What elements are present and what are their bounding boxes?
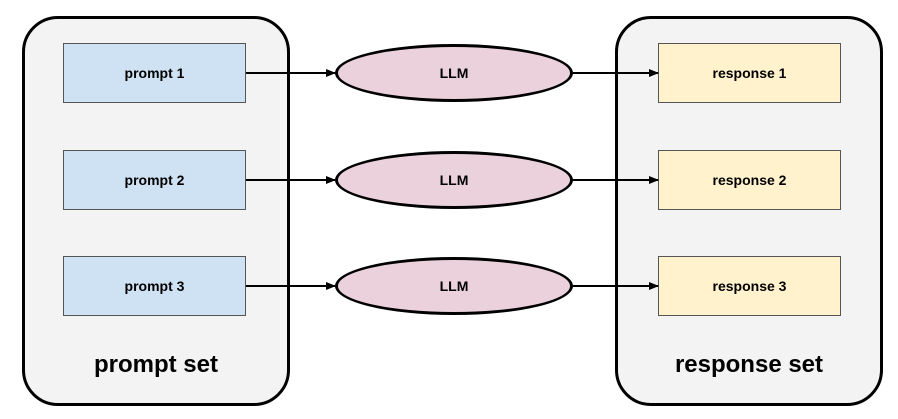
prompt-box-1: prompt 1: [63, 43, 246, 103]
llm-ellipse-2: LLM: [335, 151, 573, 209]
prompt-box-2: prompt 2: [63, 150, 246, 210]
response-box-1: response 1: [658, 43, 841, 103]
response-box-2: response 2: [658, 150, 841, 210]
prompt-box-3: prompt 3: [63, 256, 246, 316]
llm-ellipse-3: LLM: [335, 257, 573, 315]
llm-ellipse-1: LLM: [335, 44, 573, 102]
response-box-3: response 3: [658, 256, 841, 316]
prompt-set-label: prompt set: [93, 351, 218, 378]
response-set-label: response set: [674, 351, 824, 378]
